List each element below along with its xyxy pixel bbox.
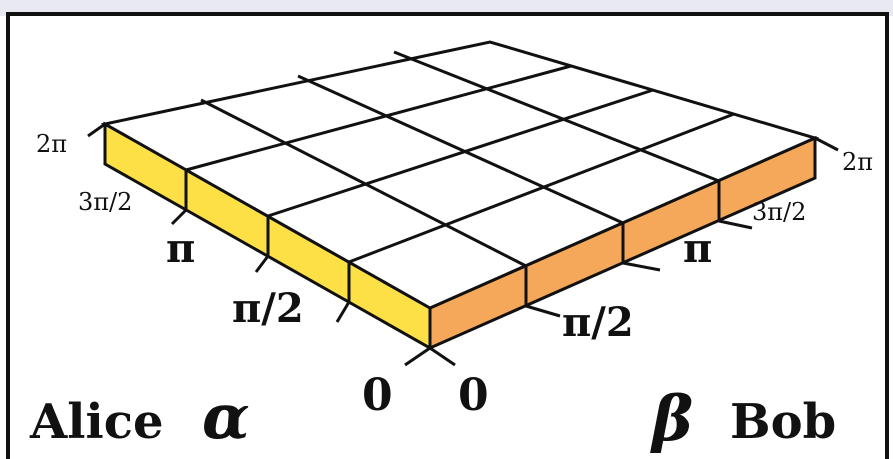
bob-tick-3pi2: 3π/2 [752, 198, 806, 226]
bob-symbol: β [650, 382, 693, 455]
bob-tick-pi: π [683, 225, 712, 272]
grid-line-a2 [267, 88, 654, 218]
bob-tick-2pi: 2π [842, 148, 873, 176]
side-edges [184, 170, 721, 306]
tick-origin-left [404, 346, 431, 367]
bob-tick-pi2: π/2 [562, 299, 634, 346]
tick-alice-pi [254, 255, 270, 273]
grid-line-a3 [348, 112, 735, 264]
grid-line-b3 [393, 50, 720, 183]
alice-tick-0: 0 [362, 370, 393, 421]
tick-alice-2pi [87, 122, 106, 138]
bob-name: Bob [730, 394, 836, 450]
tick-alice-pi2 [335, 301, 351, 323]
grid-line-b2 [297, 74, 624, 225]
tick-bob-2pi [814, 136, 839, 152]
tick-origin-right [429, 346, 456, 367]
grid-line-a1 [185, 64, 572, 172]
alice-tick-2pi: 2π [36, 130, 67, 158]
outer-frame [6, 12, 889, 459]
tick-marks [87, 122, 839, 367]
alice-name: Alice [29, 394, 163, 450]
tick-alice-3pi2 [170, 208, 188, 226]
grid-line-b1 [200, 98, 527, 268]
grid-lines [185, 50, 735, 268]
tick-bob-pi2 [525, 304, 561, 318]
tick-bob-pi [622, 261, 661, 272]
alice-tick-3pi2: 3π/2 [78, 188, 132, 216]
bob-tick-0: 0 [458, 370, 489, 421]
alice-symbol: α [202, 380, 250, 453]
alice-tick-pi2: π/2 [232, 285, 304, 332]
tick-bob-3pi2 [718, 219, 753, 230]
alice-tick-pi: π [166, 225, 195, 272]
